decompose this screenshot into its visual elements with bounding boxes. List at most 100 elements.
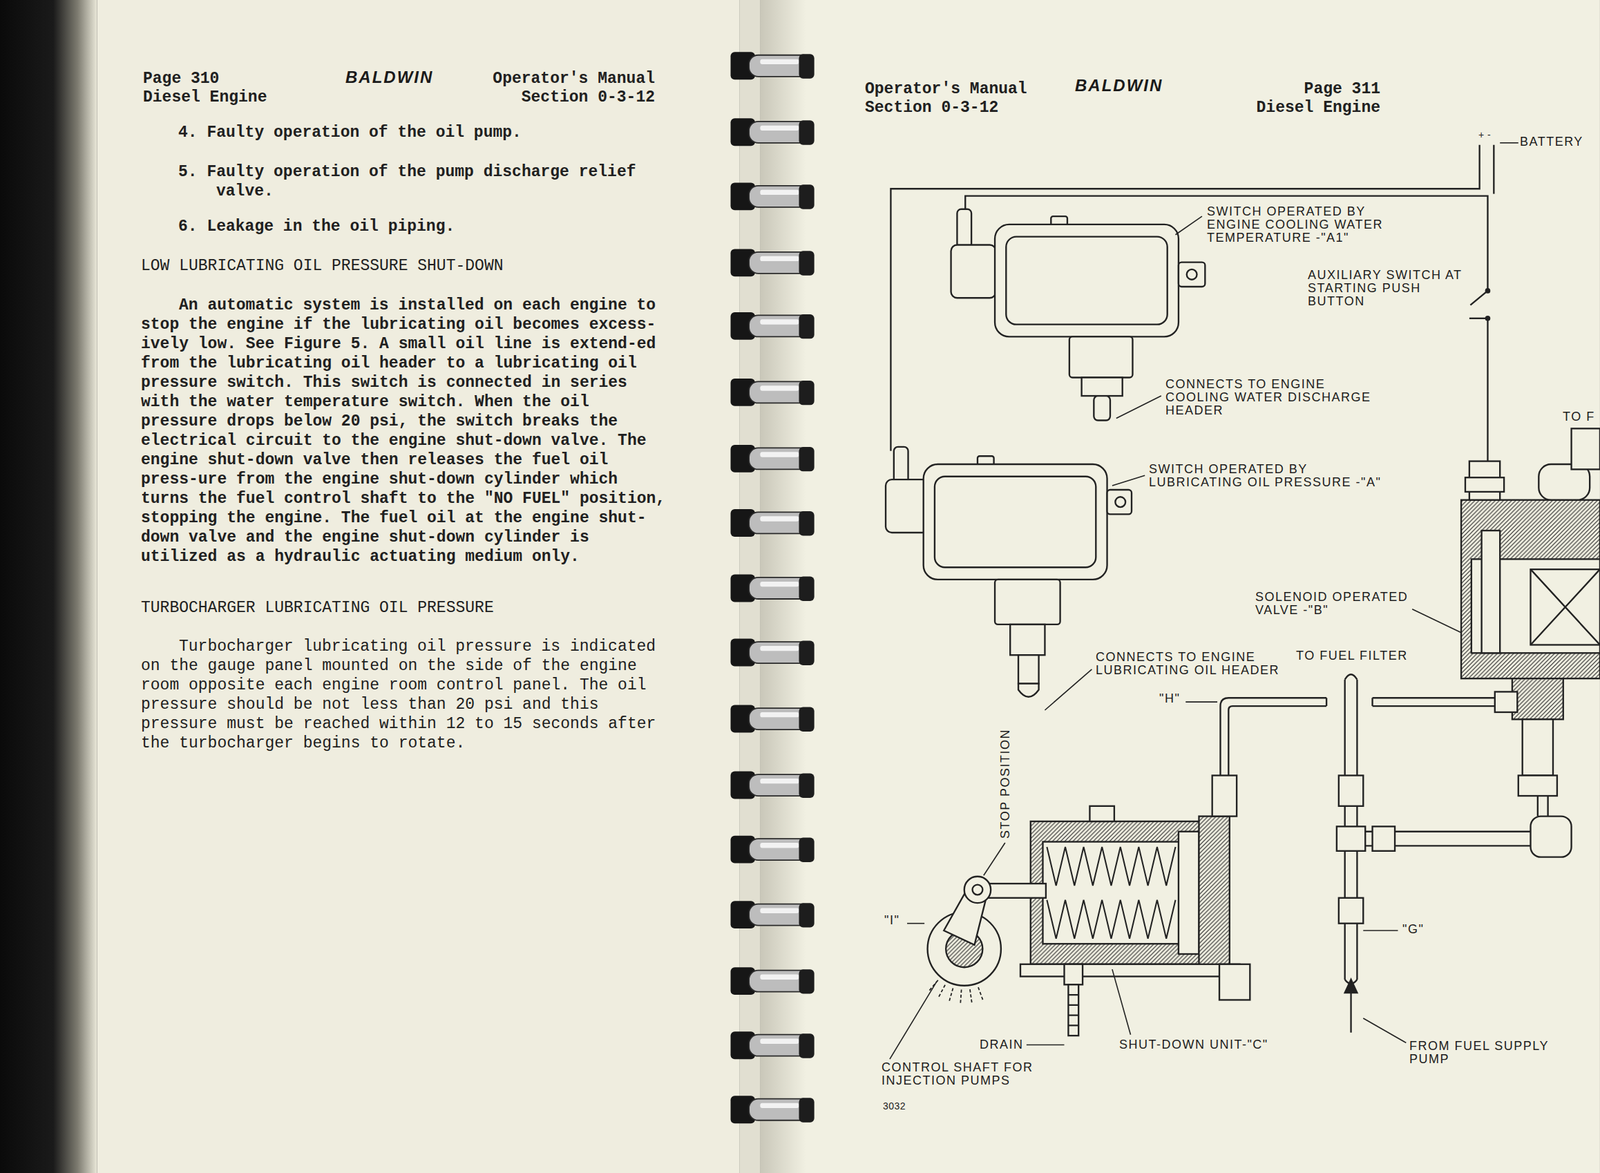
fuel-piping (1338, 898, 1364, 924)
leader-lines (889, 981, 937, 1060)
fuel-piping (1349, 992, 1352, 1033)
page-grounds (96, 0, 740, 1173)
spiral-binding (759, 451, 799, 457)
shutdown-unit (1198, 816, 1230, 970)
spiral-binding (798, 511, 814, 536)
solenoid-valve (1530, 569, 1600, 645)
fuel-piping (1345, 674, 1358, 680)
leader-lines (1026, 1044, 1065, 1046)
wiring (890, 145, 1494, 462)
binding-ring (730, 182, 815, 211)
part-label: SOLENOID OPERATED VALVE -"B" (1255, 590, 1428, 617)
temperature-switch (1081, 377, 1123, 396)
spiral-binding (798, 120, 814, 145)
oil-pressure-switch (1115, 496, 1126, 508)
spiral-binding (798, 250, 814, 275)
list-item: 5. Faulty operation of the pump discharg… (178, 162, 687, 202)
spiral-binding (759, 125, 799, 131)
spiral-binding (730, 51, 815, 1124)
solenoid-valve (1530, 816, 1572, 858)
binding-ring (730, 444, 815, 473)
temperature-switch (994, 224, 1179, 337)
spiral-binding (759, 189, 799, 195)
leader-lines (1185, 701, 1218, 703)
binding-ring (730, 1095, 815, 1124)
temperature-switch (1178, 262, 1205, 287)
page-subject: Diesel Engine (143, 87, 267, 108)
temperature-switch (1069, 336, 1133, 378)
leader-lines (1175, 216, 1203, 235)
shutdown-unit (1219, 964, 1250, 1001)
leader-lines (1363, 1018, 1406, 1043)
spiral-binding (798, 773, 814, 798)
spiral-binding (759, 385, 799, 391)
solenoid-valve (1571, 428, 1600, 470)
fuel-piping (1228, 706, 1327, 776)
section-number: Section 0-3-12 (521, 87, 655, 108)
control-shaft (927, 876, 1002, 1004)
shutdown-unit (1068, 984, 1079, 1036)
spiral-binding (759, 581, 799, 587)
wiring (890, 145, 1480, 452)
oil-pressure-switch (893, 446, 909, 484)
shutdown-unit (1178, 831, 1200, 955)
spiral-binding (759, 908, 799, 914)
binding-ring (730, 705, 815, 733)
fuel-piping (1338, 775, 1364, 807)
oil-pressure-switch (885, 446, 1132, 698)
pipe-label: TO FUEL FILTER (1296, 649, 1408, 663)
shutdown-unit (1046, 900, 1176, 939)
page-grounds (0, 0, 97, 1173)
part-label: SHUT-DOWN UNIT-"C" (1119, 1038, 1269, 1052)
wiring (1486, 316, 1490, 320)
fuel-piping (1372, 697, 1501, 707)
spiral-binding (798, 969, 814, 994)
shutdown-unit (1064, 964, 1084, 986)
wiring (1470, 290, 1488, 306)
binding-ring (730, 51, 815, 80)
spiral-binding (798, 380, 814, 405)
list-item: 4. Faulty operation of the oil pump. (178, 122, 687, 143)
control-shaft (978, 987, 984, 1001)
binding-ring (730, 639, 815, 667)
solenoid-valve (1522, 719, 1554, 776)
leader-lines (1363, 929, 1398, 932)
solenoid-valve (1512, 678, 1564, 720)
spiral-binding (798, 184, 814, 209)
binding-ring (730, 1031, 815, 1060)
solenoid-valve (1461, 500, 1600, 679)
spiral-binding (759, 974, 799, 980)
temperature-switch (956, 209, 972, 249)
oil-pressure-switch (994, 579, 1061, 625)
spiral-binding (798, 1097, 814, 1122)
leader-lines (1116, 395, 1162, 418)
fuel-piping (1336, 826, 1366, 851)
page-grounds (759, 0, 1600, 1173)
control-shaft (972, 884, 984, 896)
oil-pressure-switch (885, 479, 929, 533)
spiral-binding (759, 1103, 799, 1109)
solenoid-valve (1481, 530, 1501, 653)
page-subject: Diesel Engine (1256, 98, 1381, 118)
list-item: 6. Leakage in the oil piping. (178, 216, 687, 237)
temperature-switch (1093, 395, 1111, 421)
leader-lines (983, 842, 1006, 876)
oil-pressure-switch (923, 464, 1108, 580)
leader-lines (907, 922, 925, 925)
temperature-switch (951, 244, 997, 298)
part-label: BATTERY (1519, 135, 1584, 149)
shutdown-unit (1020, 964, 1241, 977)
spiral-binding (759, 645, 799, 651)
leader-lines (1112, 475, 1145, 486)
leader-lines (1044, 669, 1092, 711)
control-shaft (969, 989, 973, 1004)
shutdown-unit (1042, 842, 1191, 945)
spiral-binding (798, 1033, 814, 1058)
spiral-binding (798, 576, 814, 602)
spiral-binding (759, 59, 799, 65)
fuel-piping (1372, 826, 1395, 851)
